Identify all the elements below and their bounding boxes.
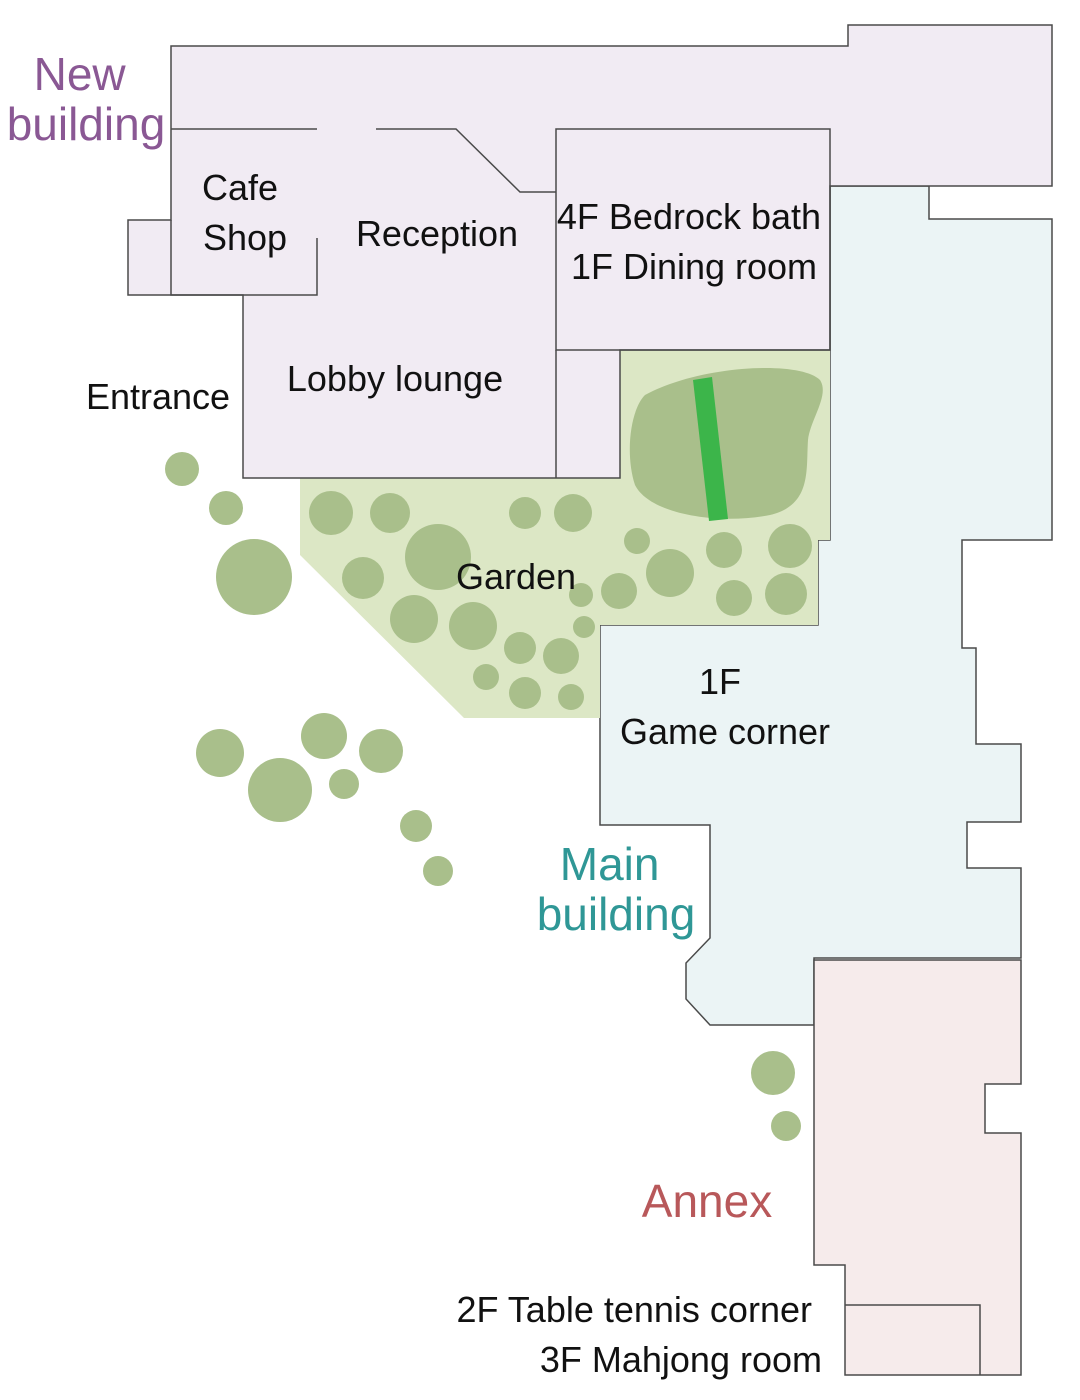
main-building-name: Main building <box>537 838 696 940</box>
tree-icon <box>504 632 536 664</box>
tree-icon <box>751 1051 795 1095</box>
game-corner-label[interactable]: 1F Game corner <box>620 661 830 752</box>
tree-icon <box>558 684 584 710</box>
tree-icon <box>329 769 359 799</box>
reception-wall <box>376 128 556 193</box>
tree-icon <box>765 573 807 615</box>
new-building-name: New building <box>7 48 166 150</box>
tree-icon <box>706 532 742 568</box>
tree-icon <box>771 1111 801 1141</box>
garden-label[interactable]: Garden <box>456 556 576 597</box>
tree-icon <box>423 856 453 886</box>
annex-building[interactable] <box>813 959 1022 1376</box>
tree-icon <box>209 491 243 525</box>
tree-icon <box>359 729 403 773</box>
tree-icon <box>301 713 347 759</box>
tree-icon <box>624 528 650 554</box>
tree-icon <box>768 524 812 568</box>
tree-icon <box>370 493 410 533</box>
lobby-lounge-label[interactable]: Lobby lounge <box>287 358 503 399</box>
cafe-shop-label[interactable]: Cafe Shop <box>202 167 288 258</box>
reception-label[interactable]: Reception <box>356 213 518 254</box>
tree-icon <box>196 729 244 777</box>
tree-icon <box>449 602 497 650</box>
tree-icon <box>216 539 292 615</box>
tree-icon <box>165 452 199 486</box>
tree-icon <box>509 677 541 709</box>
tree-icon <box>554 494 592 532</box>
tree-icon <box>473 664 499 690</box>
tree-icon <box>509 497 541 529</box>
tree-icon <box>716 580 752 616</box>
tree-icon <box>569 583 593 607</box>
annex-building-name: Annex <box>642 1175 772 1227</box>
bridge <box>693 377 728 521</box>
main-building[interactable] <box>599 185 1053 1026</box>
tree-icon <box>405 524 471 590</box>
annex-rooms-label[interactable]: 2F Table tennis corner 3F Mahjong room <box>456 1289 822 1380</box>
tree-icon <box>390 595 438 643</box>
tree-icon <box>342 557 384 599</box>
cafe-side-wall <box>170 220 318 296</box>
pond <box>629 368 823 519</box>
tree-icon <box>248 758 312 822</box>
tree-icon <box>646 549 694 597</box>
entrance-label[interactable]: Entrance <box>86 376 230 417</box>
bath-room-outline <box>555 128 831 351</box>
tree-icon <box>400 810 432 842</box>
tree-icon <box>543 638 579 674</box>
tree-icon <box>601 573 637 609</box>
bath-dining-label[interactable]: 4F Bedrock bath 1F Dining room <box>557 196 831 287</box>
tree-icon <box>573 616 595 638</box>
trees <box>165 452 812 1141</box>
annex-room-outline <box>845 1304 981 1375</box>
tree-icon <box>309 491 353 535</box>
